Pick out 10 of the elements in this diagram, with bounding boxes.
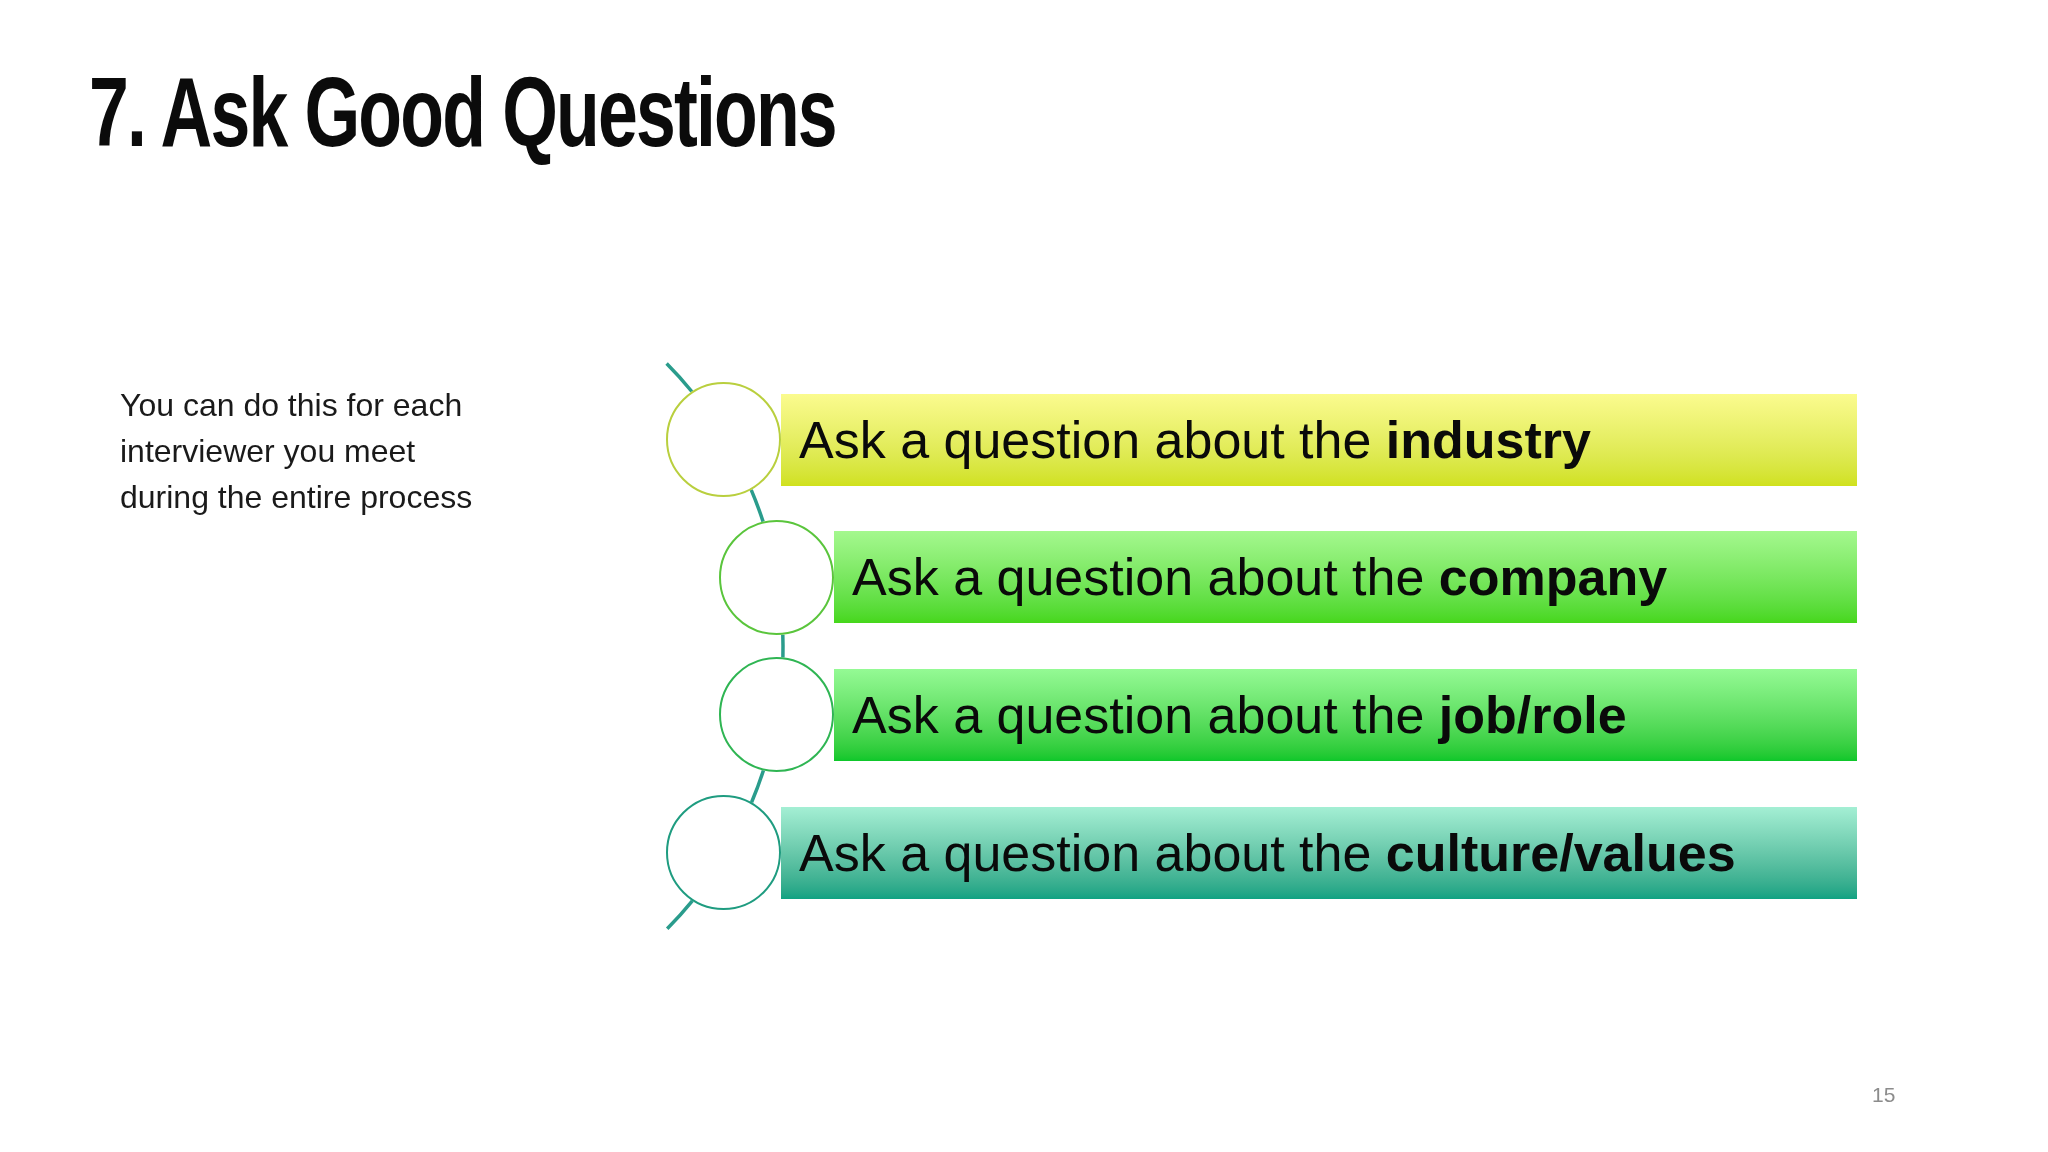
note-text: You can do this for each interviewer you meet during the entire process: [120, 386, 474, 517]
arc-connector: [665, 899, 694, 930]
arc-connector: [749, 489, 765, 523]
arc-connector: [781, 634, 785, 658]
gradient-bar: [781, 807, 1857, 899]
arc-connector: [665, 362, 694, 393]
gradient-bar: [834, 531, 1857, 623]
gradient-bar: [834, 669, 1857, 761]
gradient-bar: [781, 394, 1857, 486]
page-number: 15: [1872, 1084, 1896, 1105]
